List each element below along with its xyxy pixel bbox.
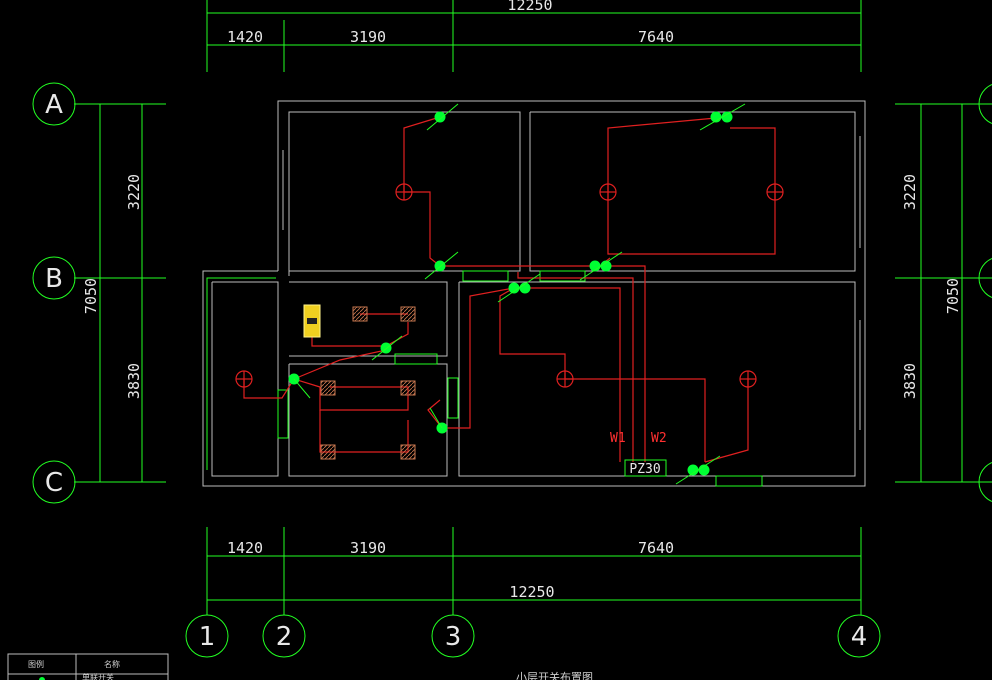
left-dimension-segment-1: 3220 [125, 174, 143, 210]
switch-double-1 [699, 103, 746, 131]
ceiling-lights [235, 183, 784, 388]
light-fixture-4 [556, 370, 574, 388]
bottom-dimension-segment-1: 1420 [227, 539, 263, 557]
bottom-dimension-group: 1420 3190 7640 12250 [206, 527, 862, 615]
switch-double-2 [579, 251, 623, 281]
switch-double-3 [497, 273, 541, 303]
legend-header-symbol: 图例 [28, 659, 44, 669]
right-total-dimension: 7050 [944, 278, 962, 314]
left-dimension-segment-2: 3830 [125, 363, 143, 399]
fixture-box-4 [400, 380, 416, 396]
light-fixture-1 [395, 183, 413, 201]
switch-single-1 [426, 103, 459, 131]
switch-double-4 [675, 455, 721, 485]
distribution-panel-box [624, 459, 667, 477]
left-total-dimension: 7050 [82, 278, 100, 314]
axis-label-3: 3 [445, 622, 462, 652]
axis-label-c: C [45, 468, 63, 498]
axis-label-1: 1 [199, 622, 216, 652]
switch-single-3 [371, 335, 403, 361]
windows-and-doors [206, 270, 763, 487]
top-dimension-segment-3: 7640 [638, 28, 674, 46]
fixture-box-3 [320, 380, 336, 396]
top-dimension-segment-2: 3190 [350, 28, 386, 46]
axis-label-a: A [45, 90, 63, 120]
bottom-dimension-segment-3: 7640 [638, 539, 674, 557]
fixture-box-2 [400, 306, 416, 322]
light-fixture-5 [739, 370, 757, 388]
top-total-dimension: 12250 [507, 0, 552, 14]
top-dimension-group: 12250 1420 3190 7640 [206, 0, 862, 72]
left-dimension-group: 7050 3220 3830 [74, 103, 166, 483]
bathroom-fixtures [303, 304, 416, 460]
fixture-box-5 [320, 444, 336, 460]
distribution-panel-label: PZ30 [629, 462, 660, 477]
circuit-label-w2: W2 [651, 431, 667, 446]
switches [288, 103, 746, 485]
switch-single-2 [424, 251, 459, 280]
legend-row-1-name: 单联开关 [82, 672, 114, 680]
switch-single-5 [429, 407, 448, 434]
bottom-dimension-segment-2: 3190 [350, 539, 386, 557]
fixture-box-6 [400, 444, 416, 460]
legend-header-name: 名称 [104, 659, 120, 669]
wiring-runs [243, 116, 776, 463]
floor-plan-walls [202, 100, 866, 487]
light-fixture-6 [235, 370, 253, 388]
switch-single-4 [288, 373, 311, 399]
bottom-total-dimension: 12250 [509, 583, 554, 601]
axis-label-2: 2 [276, 622, 293, 652]
drawing-title: 小层开关布置图 [516, 670, 593, 680]
right-dimension-segment-1: 3220 [901, 174, 919, 210]
light-fixture-3 [766, 183, 784, 201]
circuit-label-w1: W1 [610, 431, 626, 446]
axis-bubbles: A B C 1 2 3 4 [32, 82, 992, 658]
axis-label-4: 4 [851, 622, 868, 652]
fixture-box-1 [352, 306, 368, 322]
light-fixture-2 [599, 183, 617, 201]
axis-label-b: B [45, 264, 63, 294]
right-dimension-segment-2: 3830 [901, 363, 919, 399]
right-dimension-group: 3220 7050 3830 [895, 103, 992, 483]
legend-table: 图例 名称 单联开关 [7, 653, 169, 680]
top-dimension-segment-1: 1420 [227, 28, 263, 46]
